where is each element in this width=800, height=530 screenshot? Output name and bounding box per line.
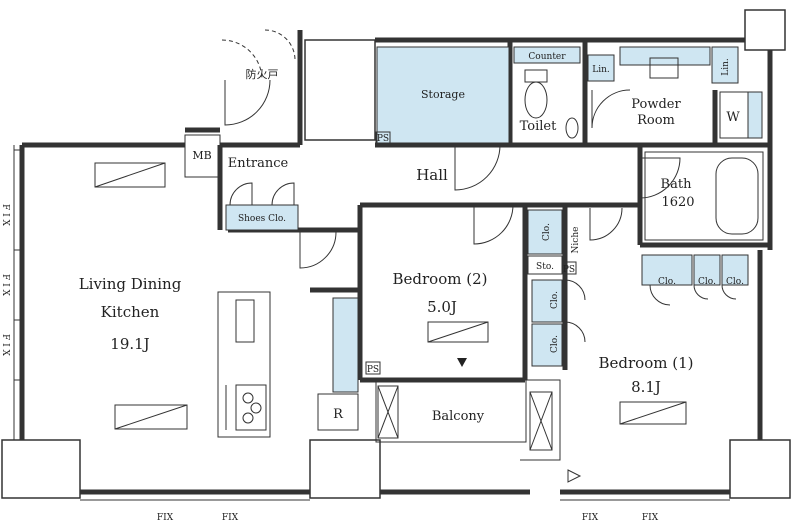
window-fix-labels: FIX FIX FIX FIX F I X F I X F I X <box>0 204 659 523</box>
linen-label-right: Lin. <box>721 58 731 76</box>
fix-bottom-4: FIX <box>642 513 659 523</box>
ldk-label-1: Living Dining <box>79 275 182 293</box>
vanity-counter <box>619 46 711 66</box>
closet-bedroom1-side-lower <box>531 323 563 367</box>
shoes-closet <box>225 204 299 231</box>
entry-arrow-marker <box>457 358 467 367</box>
ps-label-balcony: PS <box>367 365 379 375</box>
bedroom2-label: Bedroom (2) <box>393 270 488 288</box>
bathtub <box>715 157 759 235</box>
storage-label: Storage <box>421 88 465 101</box>
storage-room <box>376 46 510 144</box>
ps-box-right <box>561 261 577 275</box>
ps-box-balcony <box>365 361 381 375</box>
toilet-fixture <box>524 69 579 139</box>
washer-panel <box>747 91 763 139</box>
fix-left-3: F I X <box>0 334 10 357</box>
counter <box>513 46 581 64</box>
left-window-frame <box>14 149 22 381</box>
linen-label-left: Lin. <box>592 65 610 75</box>
bath-room <box>644 151 764 241</box>
fix-bottom-3: FIX <box>582 513 599 523</box>
fix-left-2: F I X <box>0 274 10 297</box>
bedroom1-size: 8.1J <box>631 378 661 396</box>
meter-box-label: MB <box>192 149 211 162</box>
ps-label-storage: PS <box>377 134 389 144</box>
powder-room-label-2: Room <box>637 113 675 128</box>
sink <box>649 57 679 79</box>
meter-box <box>184 134 221 178</box>
door-swings <box>221 29 737 343</box>
fix-left-1: F I X <box>0 204 10 227</box>
fix-bottom-1: FIX <box>157 513 174 523</box>
closet-bedroom1-c <box>721 254 749 286</box>
linen-closet-right <box>711 46 739 84</box>
linen-closet-left <box>587 54 615 82</box>
shoes-closet-label: Shoes Clo. <box>238 214 286 224</box>
pantry-closet <box>332 297 359 393</box>
closet-label-c: Clo. <box>726 277 744 287</box>
niche-label: Niche <box>571 227 581 254</box>
closet-bedroom1-side-upper <box>531 279 563 323</box>
hall-label: Hall <box>416 166 448 184</box>
refrigerator-label: R <box>333 407 344 422</box>
closet-side-label-upper: Clo. <box>550 291 560 309</box>
structural-columns <box>1 9 791 499</box>
closet-bedroom2-upper <box>527 209 563 255</box>
storage-box-label: Sto. <box>536 262 554 272</box>
bedroom1-ceiling-mark <box>619 401 687 425</box>
fix-bottom-2: FIX <box>222 513 239 523</box>
closet-label-a: Clo. <box>658 277 676 287</box>
closet-bedroom2-upper-label: Clo. <box>542 223 552 241</box>
ldk-label-2: Kitchen <box>101 303 160 321</box>
ldk-ceiling-marks <box>94 162 188 430</box>
refrigerator-space <box>317 393 359 431</box>
bedroom1-label: Bedroom (1) <box>599 354 694 372</box>
closet-bedroom1-b <box>693 254 721 286</box>
closet-label-b: Clo. <box>698 277 716 287</box>
toilet-label: Toilet <box>520 119 557 134</box>
powder-room-label-1: Powder <box>631 97 681 112</box>
bedroom2-size: 5.0J <box>427 298 457 316</box>
closet-side-label-lower: Clo. <box>550 335 560 353</box>
kitchen-island <box>217 291 271 438</box>
bath-label: Bath <box>661 177 693 192</box>
balcony-label: Balcony <box>432 409 485 424</box>
entrance-label: Entrance <box>228 156 289 171</box>
balcony-corner-marker <box>567 469 582 483</box>
ldk-size: 19.1J <box>110 335 149 353</box>
balcony-area <box>375 379 561 461</box>
washer-label: W <box>726 110 740 125</box>
ps-label-right: PS <box>563 265 575 275</box>
bedroom2-ceiling-mark <box>427 321 489 343</box>
closet-bedroom1-a <box>641 254 693 286</box>
bath-size: 1620 <box>661 195 694 210</box>
counter-label: Counter <box>528 52 566 62</box>
ps-box-storage <box>375 131 391 145</box>
